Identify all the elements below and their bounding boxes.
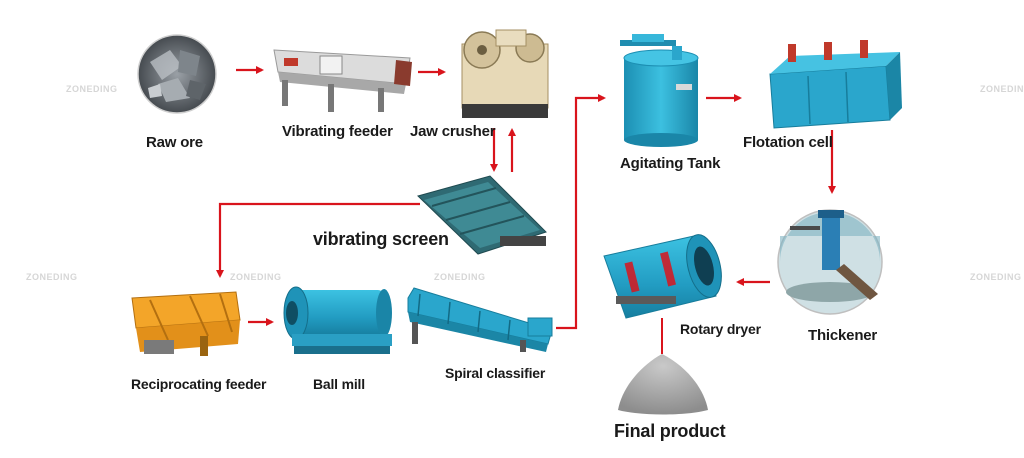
- watermark: ZONEDING: [434, 272, 486, 282]
- ball-mill-label: Ball mill: [313, 376, 365, 392]
- watermark: ZONEDING: [230, 272, 282, 282]
- arrow-classifier-to-tank: [556, 94, 606, 330]
- agitating-tank-label: Agitating Tank: [620, 155, 721, 172]
- vibrating-screen-label: vibrating screen: [313, 229, 449, 249]
- vibrating-feeder-image: [273, 49, 412, 112]
- jaw-crusher-image: [461, 29, 549, 118]
- watermark: ZONEDING: [66, 84, 118, 94]
- spiral-classifier-label: Spiral classifier: [445, 365, 546, 381]
- flotation-cell-label: Flotation cell: [743, 134, 833, 151]
- flow-arrows: [216, 66, 836, 354]
- jaw-crusher-label: Jaw crusher: [410, 123, 496, 140]
- watermark: ZONEDING: [970, 272, 1022, 282]
- agitating-tank-image: [620, 34, 699, 147]
- thickener-label: Thickener: [808, 327, 878, 344]
- thickener-image: [777, 209, 883, 315]
- raw-ore-image: [137, 34, 217, 114]
- final-product-label: Final product: [614, 421, 726, 441]
- arrow-screen-to-recip-feeder: [216, 202, 420, 278]
- rotary-dryer-image: [603, 234, 722, 319]
- rotary-dryer-label: Rotary dryer: [680, 321, 761, 337]
- reciprocating-feeder-label: Reciprocating feeder: [131, 376, 267, 392]
- reciprocating-feeder-image: [131, 291, 241, 356]
- vibrating-screen-image: [417, 175, 547, 255]
- watermark: ZONEDING: [980, 84, 1024, 94]
- ball-mill-image: [283, 286, 392, 354]
- spiral-classifier-image: [407, 287, 553, 352]
- vibrating-feeder-label: Vibrating feeder: [282, 123, 393, 140]
- raw-ore-label: Raw ore: [146, 134, 203, 151]
- watermark: ZONEDING: [26, 272, 78, 282]
- flotation-cell-image: [769, 40, 902, 129]
- final-product-image: [618, 354, 708, 415]
